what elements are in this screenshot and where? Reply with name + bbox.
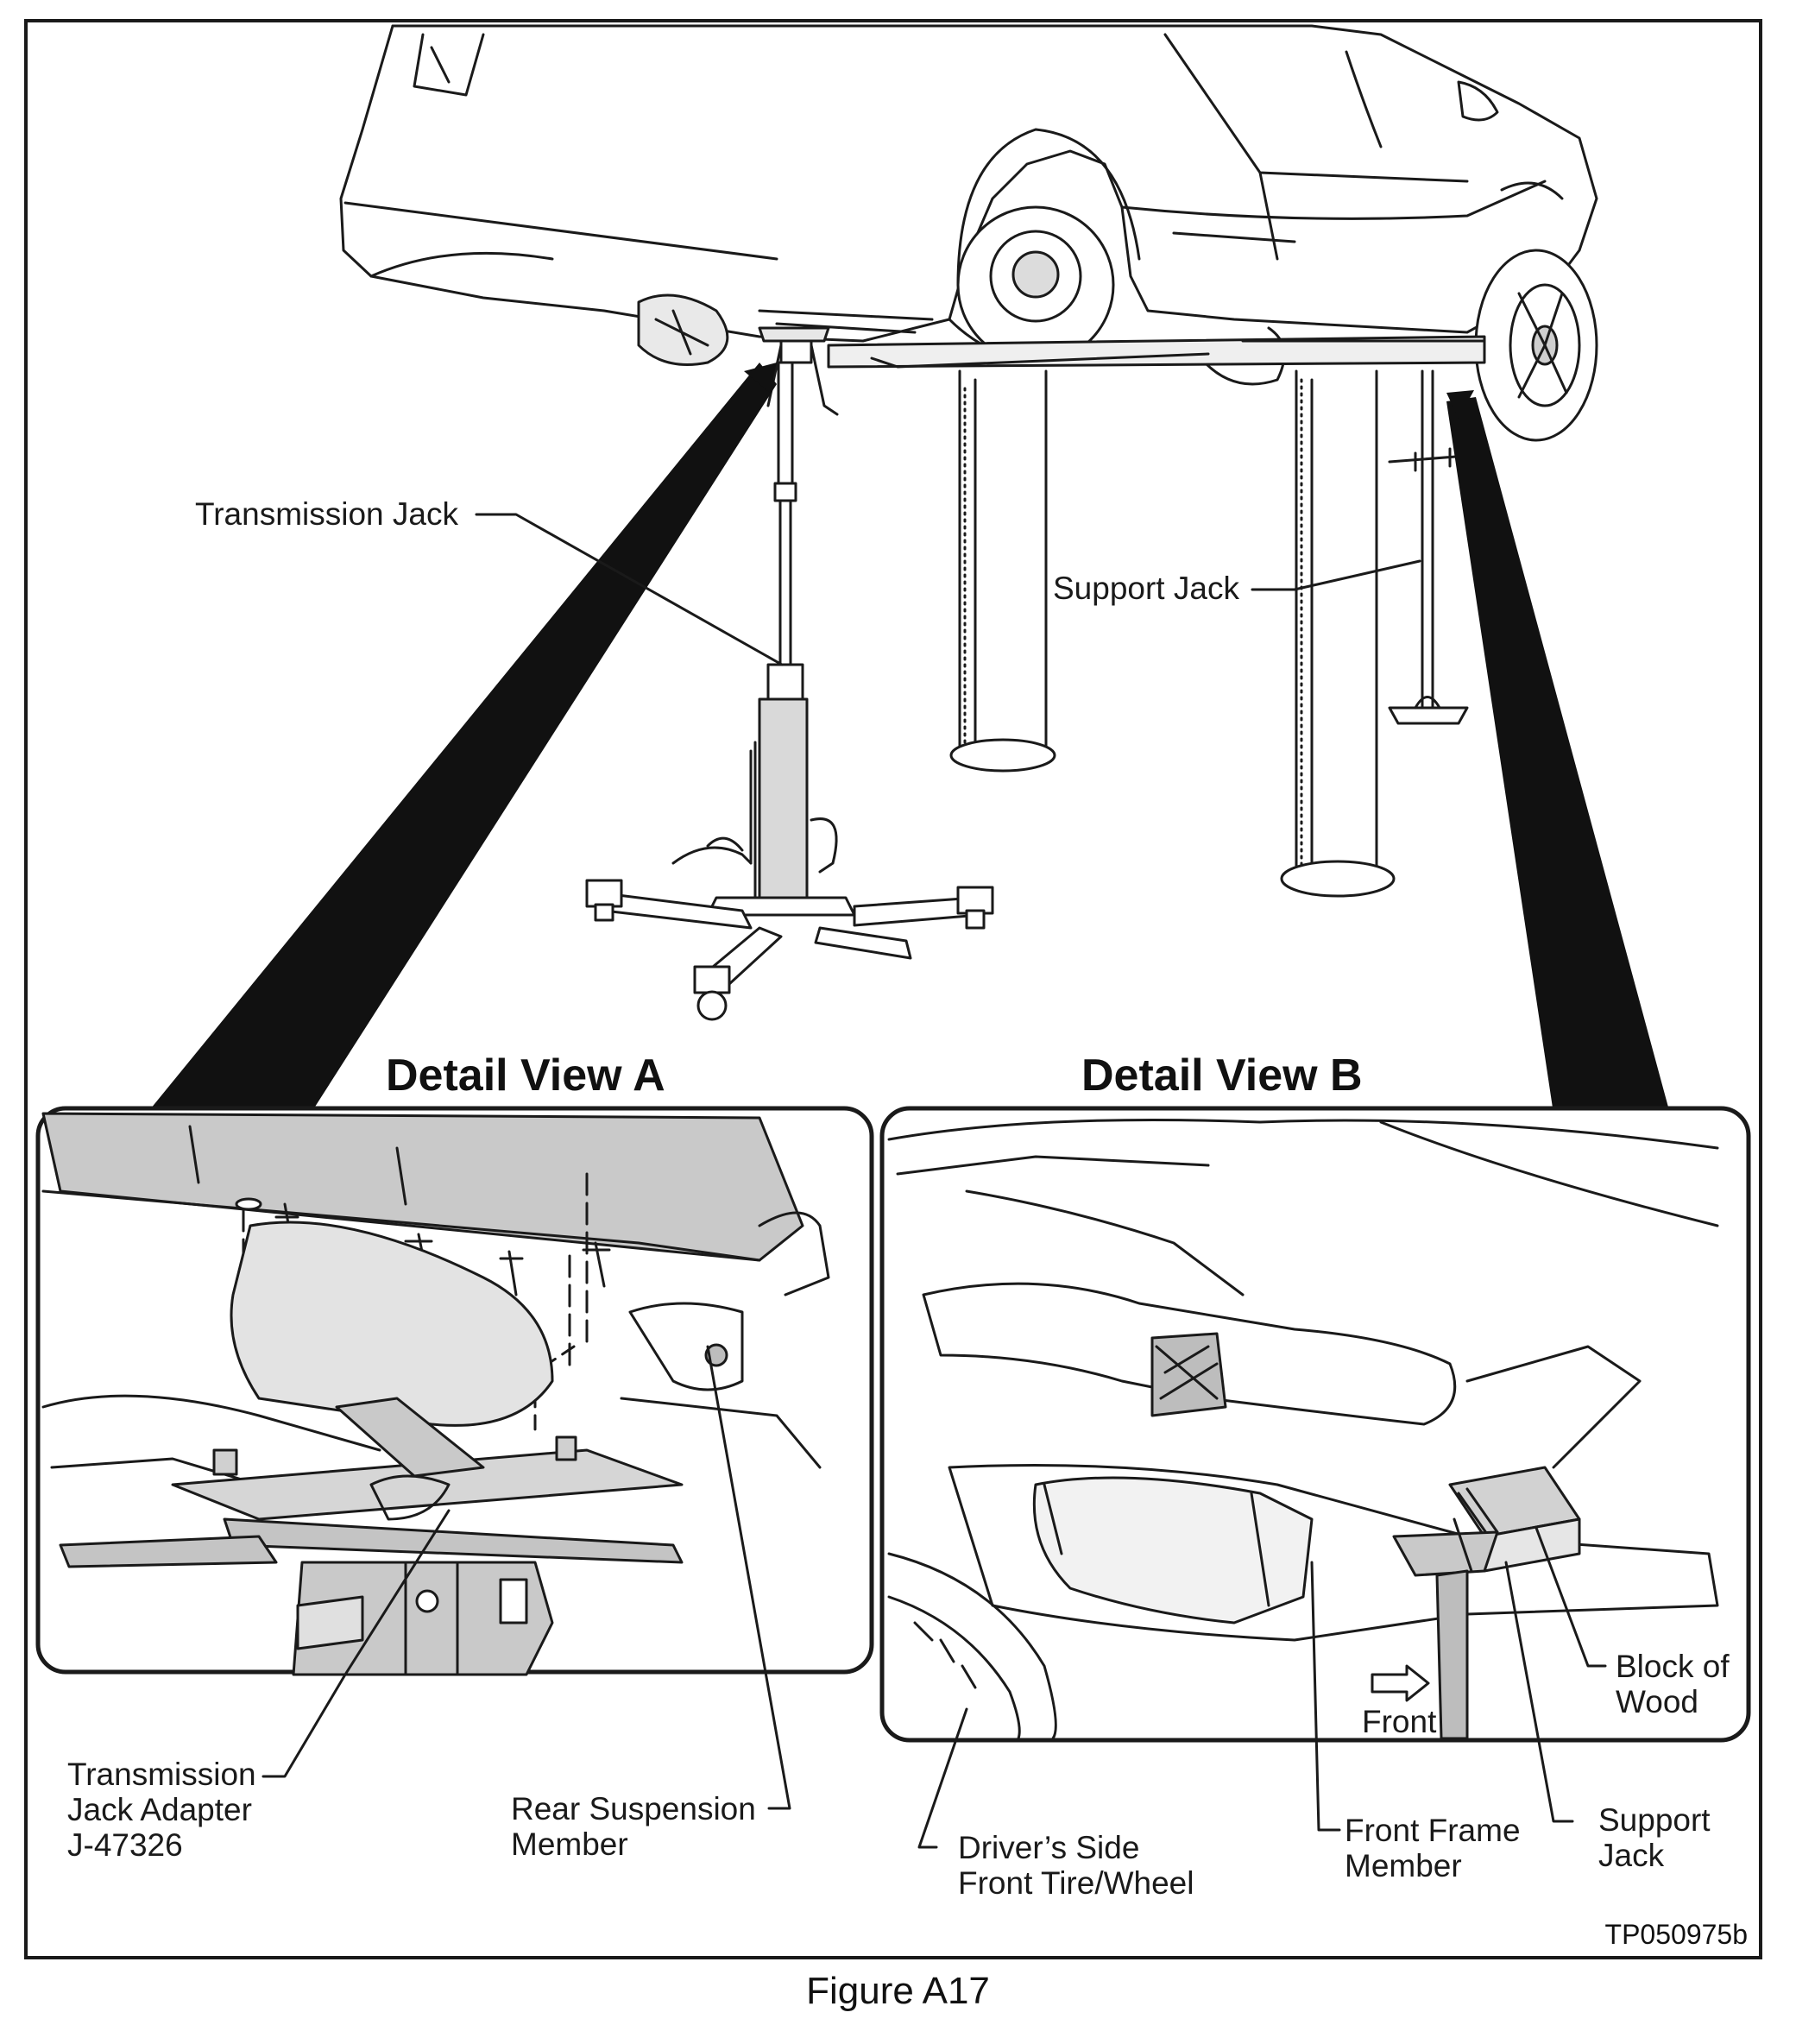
detail-view-b-panel [879,1106,1751,1743]
label-block-of-wood: Block of Wood [1616,1649,1730,1719]
leader-front-frame [1310,1561,1341,1832]
label-support-jack-detail: Support Jack [1598,1802,1711,1873]
arrow-head-b [1446,390,1474,419]
leader-drivers-tire [917,1707,968,1849]
callout-wedge-b [1446,397,1670,1113]
leader-block-wood [1534,1526,1607,1668]
detail-view-b-title: Detail View B [1081,1050,1363,1101]
leader-transmission-jack [475,513,784,666]
detail-view-a-panel [35,1106,874,1676]
figure-id: TP050975b [1604,1919,1748,1950]
label-transmission-jack: Transmission Jack [195,496,458,532]
label-front: Front [1362,1704,1437,1739]
label-support-jack-main: Support Jack [1053,571,1239,606]
transmission-jack [585,326,994,1021]
figure-border [24,19,1762,1959]
front-arrow-icon [1371,1664,1430,1702]
vehicle-body [339,24,1598,442]
leader-adapter [262,1509,451,1778]
vehicle-lift [827,335,1486,898]
leader-support-jack-main [1251,559,1421,591]
label-front-frame-member: Front Frame Member [1345,1813,1521,1883]
figure-caption: Figure A17 [806,1970,990,2012]
label-drivers-side-tire: Driver’s Side Front Tire/Wheel [958,1830,1194,1901]
label-transmission-jack-adapter: Transmission Jack Adapter J-47326 [67,1757,256,1863]
leader-rear-suspension [706,1345,791,1810]
label-rear-suspension-member: Rear Suspension Member [511,1791,756,1862]
detail-view-a-title: Detail View A [386,1050,665,1101]
callout-wedge-a [147,363,777,1113]
support-jack-main [1388,369,1469,725]
arrow-head-a [744,363,777,393]
leader-support-jack-detail [1504,1561,1574,1823]
